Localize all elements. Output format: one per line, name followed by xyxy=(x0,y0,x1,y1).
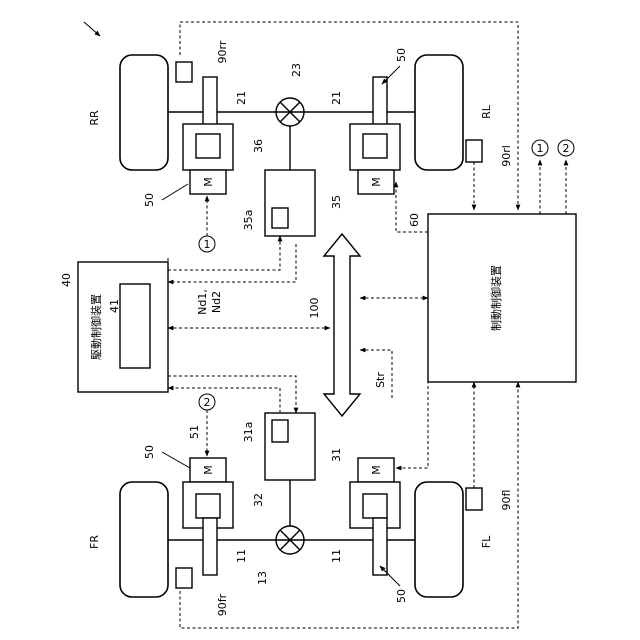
connector-2-front-label: 2 xyxy=(204,396,211,409)
ref-41: 41 xyxy=(108,299,121,313)
motor-inner-rear xyxy=(272,208,288,228)
link-rear-motor-to-drive xyxy=(168,244,296,282)
brake-piston-rr xyxy=(196,134,220,158)
ref-90rr: 90rr xyxy=(216,40,229,63)
tire-rl xyxy=(415,55,463,170)
brake-control-text: 制動制御装置 xyxy=(489,265,503,331)
connector-1-output-label: 1 xyxy=(537,142,544,155)
sensor-line-rear xyxy=(180,22,518,210)
link-brake-to-front-motor xyxy=(396,364,428,468)
ref-21-left: 21 xyxy=(235,91,248,105)
brake-piston-rl xyxy=(363,134,387,158)
ref-13: 13 xyxy=(256,571,269,585)
connector-1-rear-label: 1 xyxy=(204,238,211,251)
wheel-label-rr: RR xyxy=(88,110,101,126)
drive-control-inner xyxy=(120,284,150,368)
ref-60: 60 xyxy=(408,213,421,227)
ref-23: 23 xyxy=(290,63,303,77)
communication-bus xyxy=(324,234,360,416)
signal-nd2: Nd2 xyxy=(210,291,223,313)
brake-piston-fl xyxy=(363,494,387,518)
ref-50-rr-leader xyxy=(162,184,188,200)
ref-50-fl-leader xyxy=(380,566,400,586)
tire-fl xyxy=(415,482,463,597)
ref-31: 31 xyxy=(330,448,343,462)
system-ref-arrow xyxy=(84,22,100,36)
ref-32: 32 xyxy=(252,493,265,507)
link-drive-to-rear-motor xyxy=(168,236,280,270)
wheel-label-fl: FL xyxy=(480,535,493,548)
signal-str: Str xyxy=(374,372,387,388)
link-front-motor-to-drive xyxy=(168,388,280,413)
motor-inner-front xyxy=(272,420,288,442)
ref-50-fr-leader xyxy=(162,452,190,468)
connector-2-output-label: 2 xyxy=(563,142,570,155)
ref-36: 36 xyxy=(252,139,265,153)
wheel-label-rl: RL xyxy=(480,104,493,119)
wheel-label-fr: FR xyxy=(88,535,101,549)
ref-50-rr: 50 xyxy=(143,193,156,207)
drive-control-text: 駆動制御装置 xyxy=(89,294,103,360)
ref-50-fl: 50 xyxy=(395,589,408,603)
ref-90fr: 90fr xyxy=(216,593,229,616)
ref-50-fr: 50 xyxy=(143,445,156,459)
ref-21-right: 21 xyxy=(330,91,343,105)
motor-label-rl: M xyxy=(370,177,383,187)
ref-35: 35 xyxy=(330,195,343,209)
link-drive-to-front-motor xyxy=(168,376,296,413)
ref-11-left: 11 xyxy=(235,549,248,563)
tire-rr xyxy=(120,55,168,170)
ref-35a: 35a xyxy=(242,210,255,231)
brake-rod-fr xyxy=(203,518,217,575)
ref-11-right: 11 xyxy=(330,549,343,563)
ref-50-rl-leader xyxy=(382,66,400,84)
ref-100: 100 xyxy=(308,298,321,319)
sensor-rl xyxy=(466,140,482,162)
sensor-fl xyxy=(466,488,482,510)
ref-90rl: 90rl xyxy=(500,145,513,167)
signal-nd1: Nd1, xyxy=(196,289,209,315)
ref-90fl: 90fl xyxy=(500,490,513,511)
motor-label-fl: M xyxy=(370,465,383,475)
motor-label-fr: M xyxy=(202,465,215,475)
ref-51: 51 xyxy=(188,425,201,439)
sensor-rr xyxy=(176,62,192,82)
tire-fr xyxy=(120,482,168,597)
ref-50-rl: 50 xyxy=(395,48,408,62)
sensor-fr xyxy=(176,568,192,588)
motor-label-rr: M xyxy=(202,177,215,187)
brake-piston-fr xyxy=(196,494,220,518)
ref-40: 40 xyxy=(60,273,73,287)
ref-31a: 31a xyxy=(242,422,255,443)
